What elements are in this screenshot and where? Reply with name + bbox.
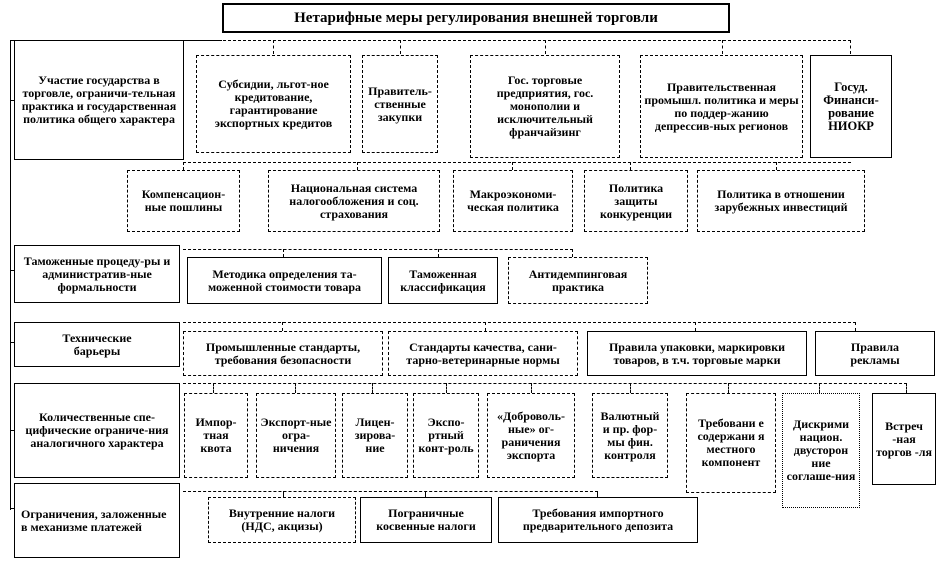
measure-import-quota: Импор-тная квота	[184, 393, 248, 478]
measure-subsidies: Субсидии, льгот-ное кредитование, гарант…	[196, 55, 351, 153]
measure-rnd-financing: Госуд. Финанси-рование НИОКР	[810, 55, 892, 158]
category-quantitative-restrictions: Количественные спе-цифические ограниче-н…	[14, 383, 180, 478]
g4-drop-g	[728, 383, 729, 393]
spine-line	[10, 40, 11, 510]
measure-macroeconomic-policy: Макроэкономи-ческая политика	[453, 170, 573, 232]
g1-drop-c	[545, 40, 546, 54]
measure-quality-standards: Стандарты качества, сани-тарно-ветеринар…	[388, 331, 578, 376]
g3-drop-b	[485, 322, 486, 331]
category-state-participation: Участие государства в торговле, ограничи…	[14, 40, 184, 160]
g2-drop-c	[572, 249, 573, 257]
g5-drop-a	[283, 491, 284, 497]
diagram-title: Нетарифные меры регулирования внешней то…	[222, 3, 730, 33]
branch-c1	[10, 100, 14, 101]
g1-drop2-e	[776, 162, 777, 170]
branch-c4	[10, 430, 14, 431]
measure-tax-social-insurance: Национальная система налогообложения и с…	[268, 170, 440, 232]
category-customs-procedures: Таможенные процеду-ры и административ-ны…	[14, 245, 180, 303]
category-technical-barriers: Технические барьеры	[14, 322, 180, 367]
g4-drop-c	[372, 383, 373, 393]
g4-drop-e	[531, 383, 532, 393]
measure-industrial-policy: Правительственная промышл. политика и ме…	[640, 55, 803, 158]
measure-border-indirect-taxes: Пограничные косвенные налоги	[360, 497, 492, 543]
measure-import-deposit: Требования импортного предварительного д…	[498, 497, 698, 543]
g2-top-line	[183, 249, 573, 250]
measure-export-restrictions: Экспорт-ные огра-ничения	[256, 393, 336, 478]
measure-foreign-investment-policy: Политика в отношении зарубежных инвестиц…	[697, 170, 865, 232]
measure-currency-controls: Валютный и пр. фор-мы фин. контроля	[592, 393, 668, 478]
g1-drop-d	[722, 40, 723, 54]
branch-c3	[10, 342, 14, 343]
branch-c5	[10, 508, 14, 509]
measure-competition-policy: Политика защиты конкуренции	[584, 170, 688, 232]
branch-c2	[10, 270, 14, 271]
measure-packaging-rules: Правила упаковки, маркировки товаров, в …	[587, 331, 807, 376]
g1-drop2-a	[183, 162, 184, 170]
measure-export-control: Экспо-ртный конт-роль	[413, 393, 479, 478]
g1-drop-e	[850, 40, 851, 54]
g3-drop-c	[695, 322, 696, 331]
measure-antidumping-practice: Антидемпинговая практика	[508, 257, 648, 304]
g3-top-line	[183, 322, 856, 323]
g5-top-line	[183, 491, 598, 492]
measure-industrial-standards: Промышленные стандарты, требования безоп…	[183, 331, 383, 376]
g1-top-line	[183, 40, 851, 41]
g2-drop-a	[283, 249, 284, 257]
g4-drop-i	[906, 383, 907, 393]
g4-drop-b	[295, 383, 296, 393]
g5-drop-b	[425, 491, 426, 497]
measure-counter-trade: Встреч -ная торгов -ля	[872, 393, 936, 485]
g1-drop-b	[400, 40, 401, 54]
g4-drop-a	[213, 383, 214, 393]
g4-drop-h	[819, 383, 820, 393]
g1-drop-a	[273, 40, 274, 54]
measure-state-trading-enterprises: Гос. торговые предприятия, гос. монополи…	[470, 55, 620, 158]
g5-drop-c	[597, 491, 598, 497]
g4-drop-d	[446, 383, 447, 393]
measure-local-content: Требовани е содержани я местного компоне…	[686, 393, 776, 493]
measure-discriminatory-agreements: Дискрими национ. двусторон ние соглаше-н…	[782, 393, 860, 508]
g1-drop2-b	[357, 162, 358, 170]
g3-drop-d	[855, 322, 856, 331]
measure-government-procurement: Правитель-ственные закупки	[362, 55, 438, 153]
g1-drop2-c	[512, 162, 513, 170]
g1-mid-line	[183, 162, 851, 163]
measure-countervailing-duties: Компенсацион-ные пошлины	[127, 170, 240, 232]
measure-customs-classification: Таможенная классификация	[388, 257, 498, 304]
g4-top-line	[183, 383, 907, 384]
g4-drop-f	[630, 383, 631, 393]
g1-drop2-d	[630, 162, 631, 170]
measure-customs-valuation: Методика определения та-моженной стоимос…	[187, 257, 382, 304]
g2-drop-b	[438, 249, 439, 257]
measure-licensing: Лицен-зирова-ние	[342, 393, 408, 478]
g3-drop-a	[282, 322, 283, 331]
measure-internal-taxes: Внутренние налоги (НДС, акцизы)	[208, 497, 356, 543]
measure-voluntary-export-restraints: «Доброволь-ные» ог-раничения экспорта	[487, 393, 575, 478]
category-payment-restrictions: Ограничения, заложенные в механизме плат…	[14, 483, 180, 558]
measure-advertising-rules: Правила рекламы	[815, 331, 935, 376]
